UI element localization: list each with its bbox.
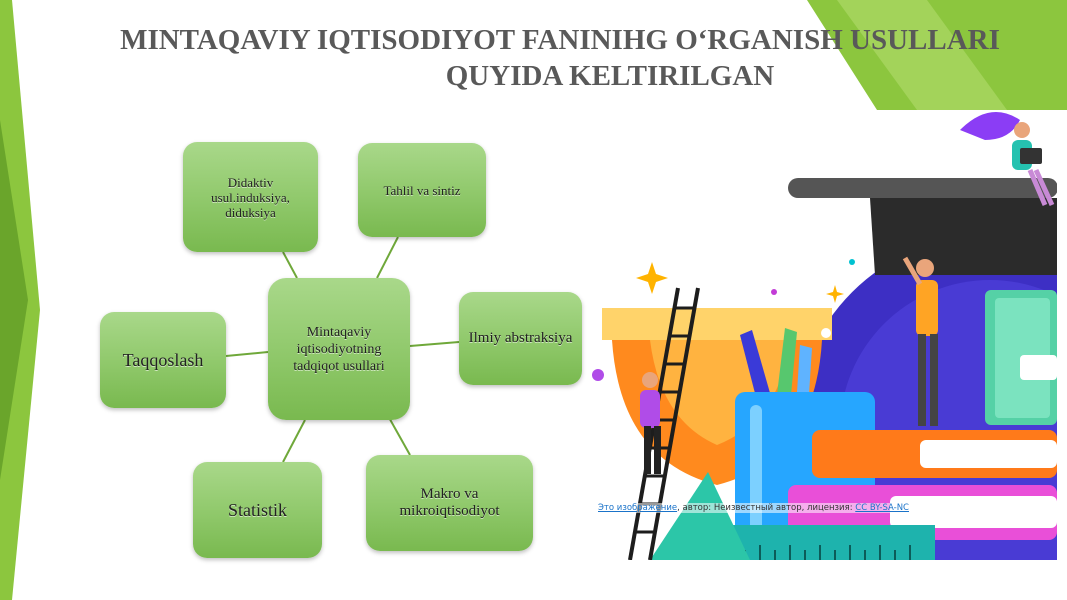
node-taqqoslash-label: Taqqoslash [122,349,204,370]
node-makro: Makro va mikroiqtisodiyot [366,455,533,551]
title-line-1: MINTAQAVIY IQTISODIYOT FANINIHG O‘RGANIS… [120,24,1000,56]
node-taqqoslash: Taqqoslash [100,312,226,408]
node-statistik: Statistik [193,462,322,558]
node-tahlil: Tahlil va sintiz [358,143,486,237]
education-illustration [592,112,1057,560]
connector-taqqoslash [225,351,269,357]
center-node: Mintaqaviy iqtisodiyotning tadqiqot usul… [268,278,410,420]
node-makro-label: Makro va mikroiqtisodiyot [399,486,500,519]
node-statistik-label: Statistik [227,499,287,520]
license-link[interactable]: CC BY-SA-NC [855,503,909,513]
credit-text: , автор: Неизвестный автор, лицензия: [677,503,856,513]
slide-title: MINTAQAVIY IQTISODIYOT FANINIHG O‘RGANIS… [70,22,1050,94]
connector-statistik [282,419,306,463]
title-line-2: QUYIDA KELTIRILGAN [445,60,775,92]
right-green-stripe [807,0,1067,110]
connector-ilmiy [409,341,460,347]
connector-didaktiv [282,251,298,279]
center-node-label: Mintaqaviy iqtisodiyotning tadqiqot usul… [293,324,385,374]
credit-link[interactable]: Это изображение [598,503,678,513]
left-green-stripe [0,0,40,600]
connector-makro [386,413,411,456]
node-tahlil-label: Tahlil va sintiz [383,182,461,198]
node-ilmiy-label: Ilmiy abstraksiya [468,330,573,346]
node-ilmiy: Ilmiy abstraksiya [459,292,582,385]
node-didaktiv: Didaktiv usul.induksiya, diduksiya [183,142,318,252]
connector-tahlil [376,236,399,279]
image-credit: Это изображение, автор: Неизвестный авто… [596,503,911,513]
node-didaktiv-label: Didaktiv usul.induksiya, diduksiya [211,174,290,220]
